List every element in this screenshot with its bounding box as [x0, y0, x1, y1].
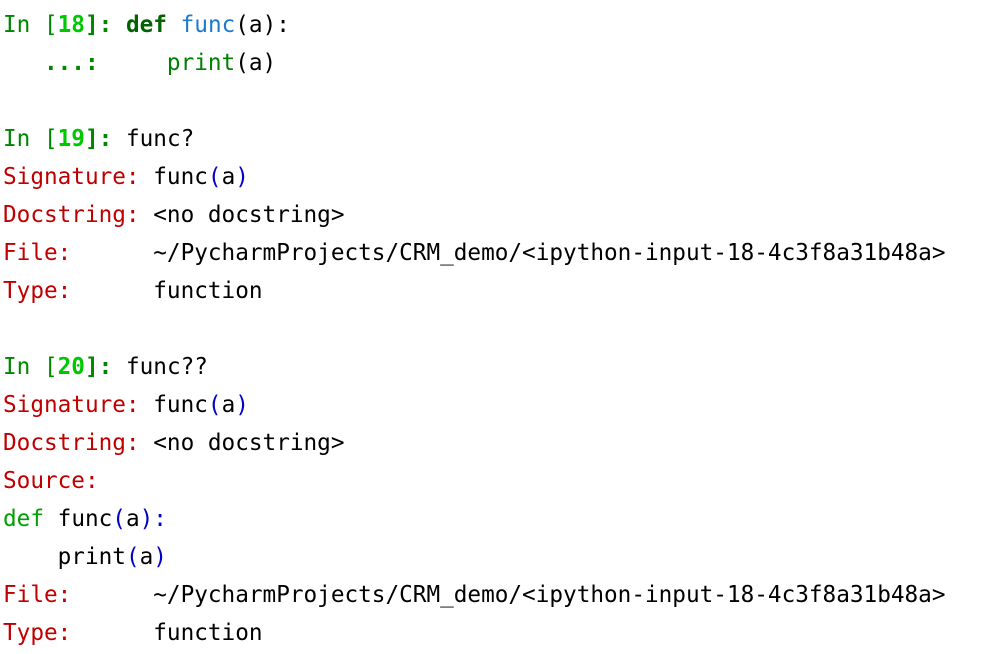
in-prompt-close: ]: — [84, 354, 113, 380]
input-line-18: In [18]: def func(a): — [3, 6, 1002, 44]
docstring-value: <no docstring> — [153, 430, 345, 456]
signature-arg: a — [221, 392, 236, 418]
continuation-line-18: ...: print(a) — [3, 44, 1002, 82]
ipython-terminal: In [18]: def func(a): ...: print(a) In [… — [3, 6, 1002, 654]
field-label: Type: — [3, 620, 72, 646]
in-prompt-close: ]: — [84, 126, 113, 152]
signature-line: Signature: func(a) — [3, 158, 1002, 196]
input-text: func?? — [125, 354, 208, 380]
field-label: Type: — [3, 278, 72, 304]
docstring-line: Docstring: <no docstring> — [3, 424, 1002, 462]
field-label: Docstring: — [3, 202, 140, 228]
type-line: Type: function — [3, 614, 1002, 652]
source-label-line: Source: — [3, 462, 1002, 500]
signature-function: func — [153, 392, 208, 418]
file-line: File: ~/PycharmProjects/CRM_demo/<ipytho… — [3, 576, 1002, 614]
continuation-prompt: ...: — [43, 50, 99, 76]
blank-line — [3, 82, 1002, 120]
blank-line — [3, 310, 1002, 348]
type-value: function — [153, 278, 263, 304]
paren: ( — [112, 506, 126, 532]
file-value: ~/PycharmProjects/CRM_demo/<ipython-inpu… — [153, 582, 946, 608]
field-label: Docstring: — [3, 430, 140, 456]
code-function-name: func — [180, 12, 236, 38]
code-text: (a): — [235, 12, 290, 38]
signature-line: Signature: func(a) — [3, 386, 1002, 424]
source-code-line: def func(a): — [3, 500, 1002, 538]
type-value: function — [153, 620, 263, 646]
paren: ( — [207, 392, 222, 418]
in-prompt-label: In [ — [3, 126, 58, 152]
in-prompt-label: In [ — [3, 354, 58, 380]
paren: ( — [207, 164, 222, 190]
execution-count: 20 — [57, 354, 85, 380]
field-label: File: — [3, 582, 72, 608]
source-code-line: print(a) — [3, 538, 1002, 576]
file-line: File: ~/PycharmProjects/CRM_demo/<ipytho… — [3, 234, 1002, 272]
signature-arg: a — [221, 164, 236, 190]
field-label: Signature: — [3, 164, 140, 190]
input-text: func? — [125, 126, 195, 152]
docstring-value: <no docstring> — [153, 202, 345, 228]
field-label: File: — [3, 240, 72, 266]
code-keyword: def — [125, 12, 167, 38]
code-builtin: print — [166, 50, 236, 76]
in-prompt-close: ]: — [84, 12, 113, 38]
paren: ) — [235, 164, 249, 190]
in-prompt-label: In [ — [3, 12, 58, 38]
type-line: Type: function — [3, 272, 1002, 310]
execution-count: 18 — [57, 12, 85, 38]
signature-function: func — [153, 164, 208, 190]
code-arg: a — [125, 506, 140, 532]
code-text: (a) — [235, 50, 277, 76]
paren: ) — [235, 392, 249, 418]
execution-count: 19 — [57, 126, 85, 152]
input-line-20: In [20]: func?? — [3, 348, 1002, 386]
input-line-19: In [19]: func? — [3, 120, 1002, 158]
field-label: Source: — [3, 468, 99, 494]
code-function-name: func — [57, 506, 113, 532]
paren: ) — [153, 544, 167, 570]
code-arg: a — [139, 544, 154, 570]
file-value: ~/PycharmProjects/CRM_demo/<ipython-inpu… — [153, 240, 946, 266]
code-builtin: print — [57, 544, 126, 570]
paren: ): — [139, 506, 167, 532]
code-keyword: def — [3, 506, 44, 532]
paren: ( — [125, 544, 140, 570]
docstring-line: Docstring: <no docstring> — [3, 196, 1002, 234]
field-label: Signature: — [3, 392, 140, 418]
